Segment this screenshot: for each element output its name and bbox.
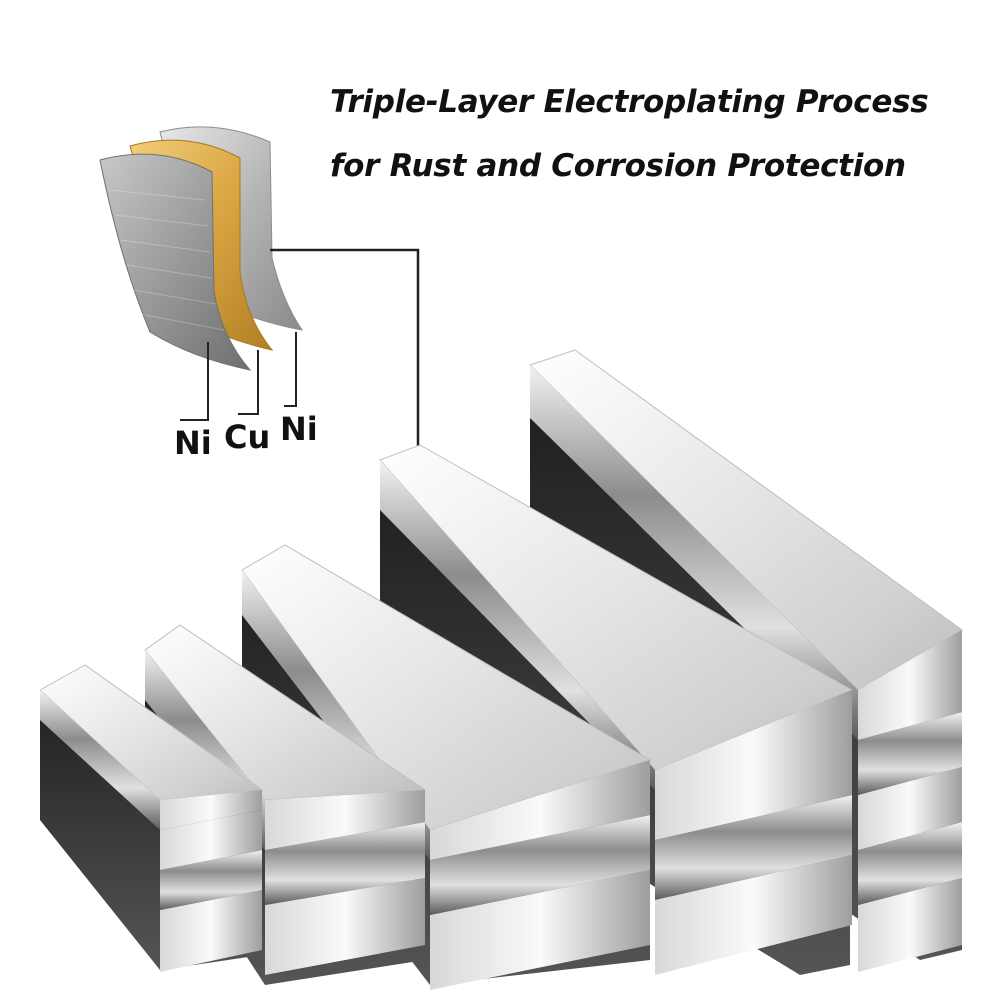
magnet-stack-4: [379, 444, 854, 975]
magnet-stack-1: [39, 664, 264, 972]
layer-leader-lines: [180, 332, 297, 421]
plating-layers-diagram: [99, 126, 420, 596]
layer-label-nickel-outer: Ni: [280, 410, 318, 448]
magnet-stack-5: [529, 349, 963, 972]
headline-line-1: Triple-Layer Electroplating Process: [330, 84, 929, 120]
magnet-stacks: [39, 349, 963, 990]
layer-label-nickel-inner: Ni: [174, 424, 212, 462]
layer-label-copper: Cu: [224, 418, 271, 456]
magnet-stack-3: [241, 544, 652, 990]
inner-nickel-layer: [99, 153, 252, 371]
brushed-texture: [109, 189, 225, 331]
headline-line-2: for Rust and Corrosion Protection: [330, 148, 906, 184]
